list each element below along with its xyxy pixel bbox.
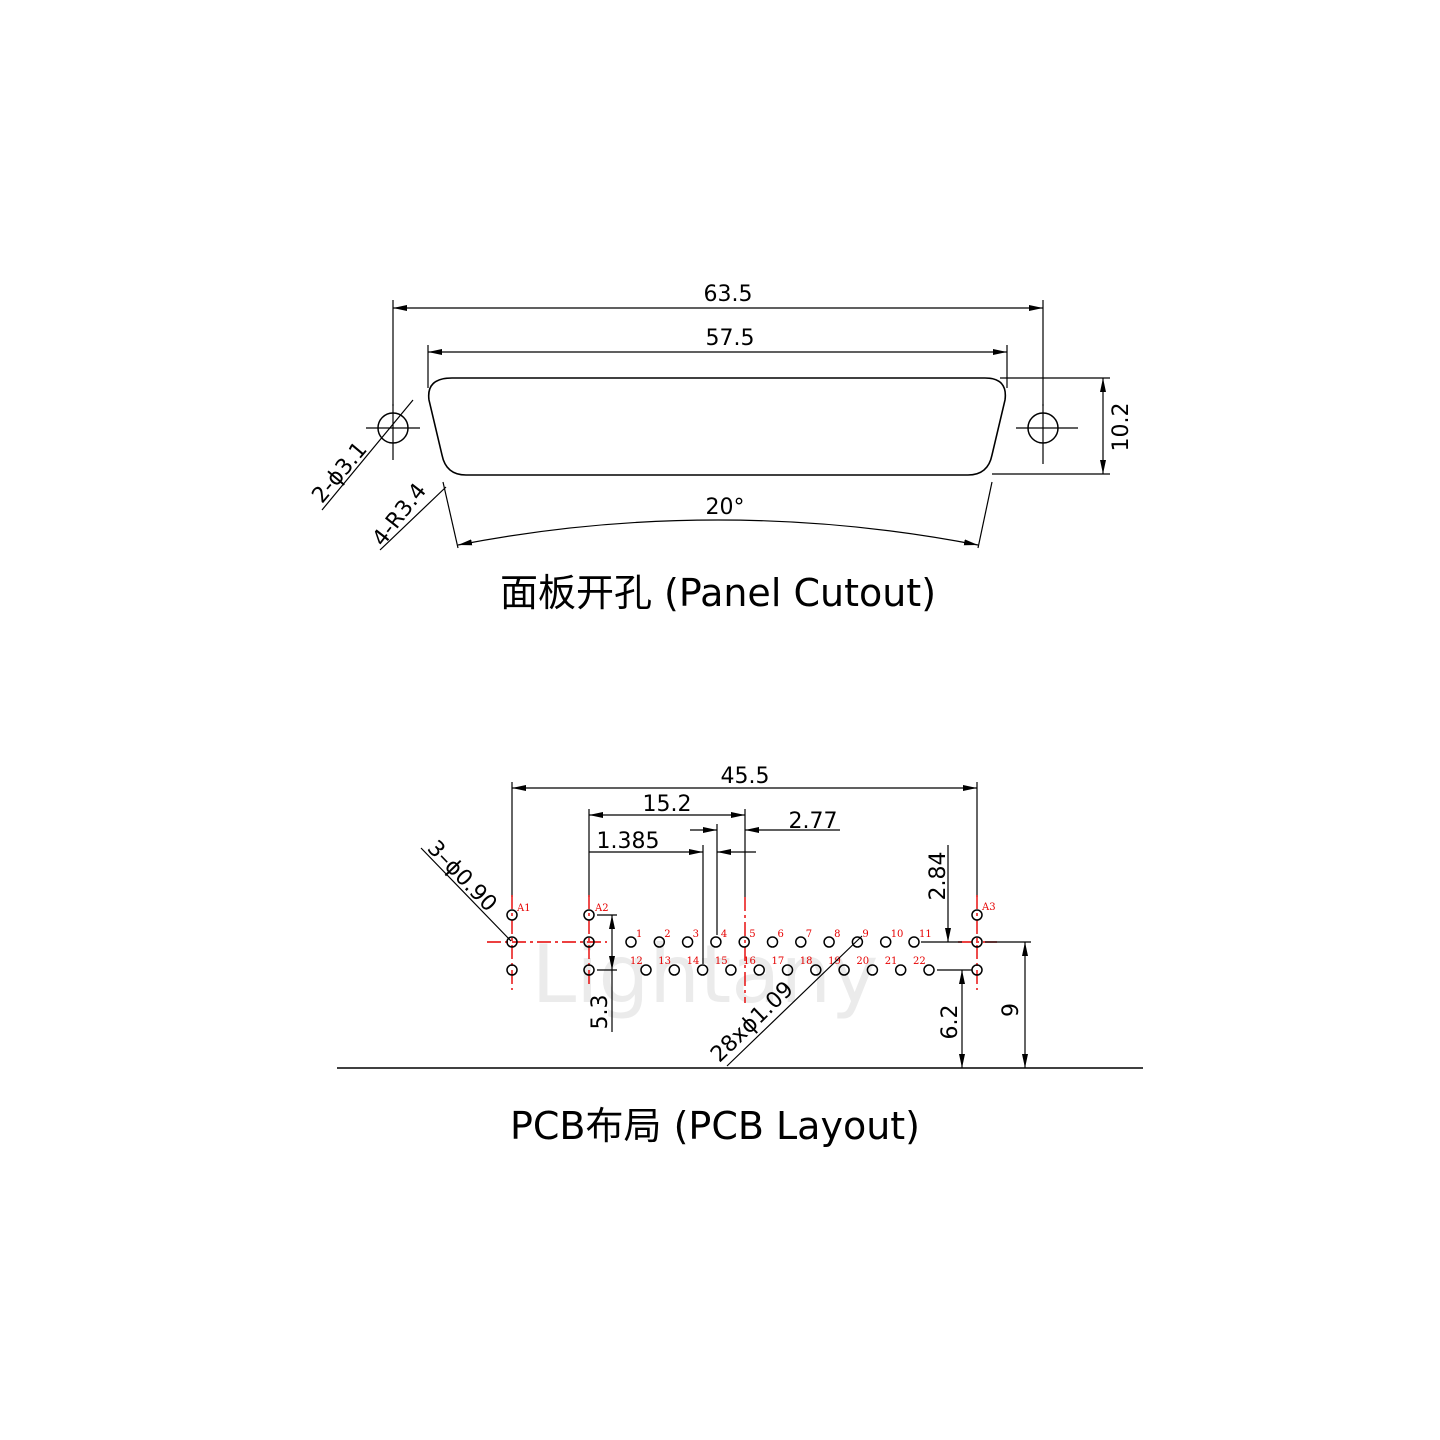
pin-label-19: 19 (828, 956, 841, 967)
a1-hole-middle (506, 936, 518, 948)
a1-hole-bottom (506, 964, 518, 976)
pin-hole-11 (908, 936, 920, 948)
pin-hole-22 (923, 964, 935, 976)
pin-label-6: 6 (778, 929, 784, 940)
pin-hole-13 (668, 964, 681, 976)
leader-mount-holes (321, 399, 414, 511)
pin-hole-14 (696, 964, 709, 976)
pin-label-18: 18 (800, 956, 813, 967)
dim-text-row-offset: 1.385 (597, 829, 660, 854)
pin-hole-18 (810, 964, 822, 976)
a2-hole-bottom (583, 964, 595, 976)
angle-ext-right (977, 481, 993, 549)
pin-label-10: 10 (891, 929, 904, 940)
dim-text-edge-to-lower-row: 6.2 (938, 1005, 963, 1040)
angle-ext-left (442, 481, 459, 549)
pin-hole-20 (866, 964, 879, 976)
pin-hole-21 (894, 964, 907, 976)
pin-hole-1 (625, 936, 637, 948)
pin-hole-17 (781, 964, 794, 976)
d-sub-cutout-outline (427, 377, 1007, 476)
pin-label-1: 1 (636, 929, 642, 940)
a1-label: A1 (516, 903, 531, 914)
a2-hole-top (583, 909, 595, 921)
pin-label-8: 8 (834, 929, 840, 940)
leader-corner-radius (379, 486, 447, 551)
dim-text-a2-to-pin5: 15.2 (643, 792, 692, 817)
pin-hole-4 (710, 936, 722, 948)
pin-hole-7 (795, 936, 807, 948)
a3-hole-middle (971, 936, 983, 948)
leader-a-holes (420, 847, 512, 942)
pin-label-15: 15 (715, 956, 728, 967)
pin-label-22: 22 (913, 956, 926, 967)
a3-hole-top (971, 909, 983, 921)
dim-text-edge-to-upper-row: 9 (999, 1003, 1024, 1017)
panel-cutout-drawing: 63.5 57.5 10.2 2-ϕ3.1 4-R3.4 20° 面板开孔 (P… (307, 282, 1134, 615)
pin-hole-2 (653, 936, 666, 948)
pin-hole-12 (640, 964, 652, 976)
pcb-layout-title: PCB布局 (PCB Layout) (510, 1104, 920, 1148)
dim-text-a-hole-spacing: 5.3 (588, 995, 613, 1030)
a2-hole-middle (583, 936, 595, 948)
pin-label-9: 9 (862, 929, 868, 940)
a3-label: A3 (981, 902, 996, 913)
pin-label-3: 3 (693, 929, 699, 940)
panel-cutout-title: 面板开孔 (Panel Cutout) (500, 571, 936, 615)
pin-label-7: 7 (806, 929, 812, 940)
pin-hole-5 (738, 936, 750, 948)
pin-hole-16 (753, 964, 765, 976)
pin-label-4: 4 (721, 929, 727, 940)
pin-label-21: 21 (885, 956, 898, 967)
pin-label-2: 2 (664, 929, 670, 940)
pin-label-13: 13 (658, 956, 671, 967)
pin-label-14: 14 (687, 956, 700, 967)
dim-text-outer-span: 45.5 (721, 764, 770, 789)
pin-label-12: 12 (630, 956, 643, 967)
pin-hole-8 (823, 936, 835, 948)
angle-arc (457, 519, 979, 546)
a1-hole-top (506, 909, 518, 921)
pin-label-17: 17 (772, 956, 785, 967)
pin-label-20: 20 (856, 956, 869, 967)
pin-hole-19 (838, 964, 850, 976)
dim-text-overall-width: 63.5 (704, 282, 753, 307)
leader-pins (726, 935, 863, 1067)
pin-label-11: 11 (919, 929, 932, 940)
pin-hole-9 (851, 936, 864, 948)
dim-text-cutout-width: 57.5 (706, 326, 755, 351)
pin-label-5: 5 (749, 929, 755, 940)
pin-hole-6 (766, 936, 779, 948)
dim-text-angle: 20° (706, 495, 745, 520)
pin-hole-15 (725, 964, 737, 976)
pin-hole-3 (681, 936, 694, 948)
dim-text-pin-pitch: 2.77 (789, 809, 838, 834)
pin-hole-10 (879, 936, 892, 948)
pin-label-16: 16 (743, 956, 756, 967)
dim-text-row-spacing: 2.84 (926, 852, 951, 901)
dim-text-cutout-height: 10.2 (1109, 403, 1134, 452)
a2-label: A2 (594, 903, 609, 914)
